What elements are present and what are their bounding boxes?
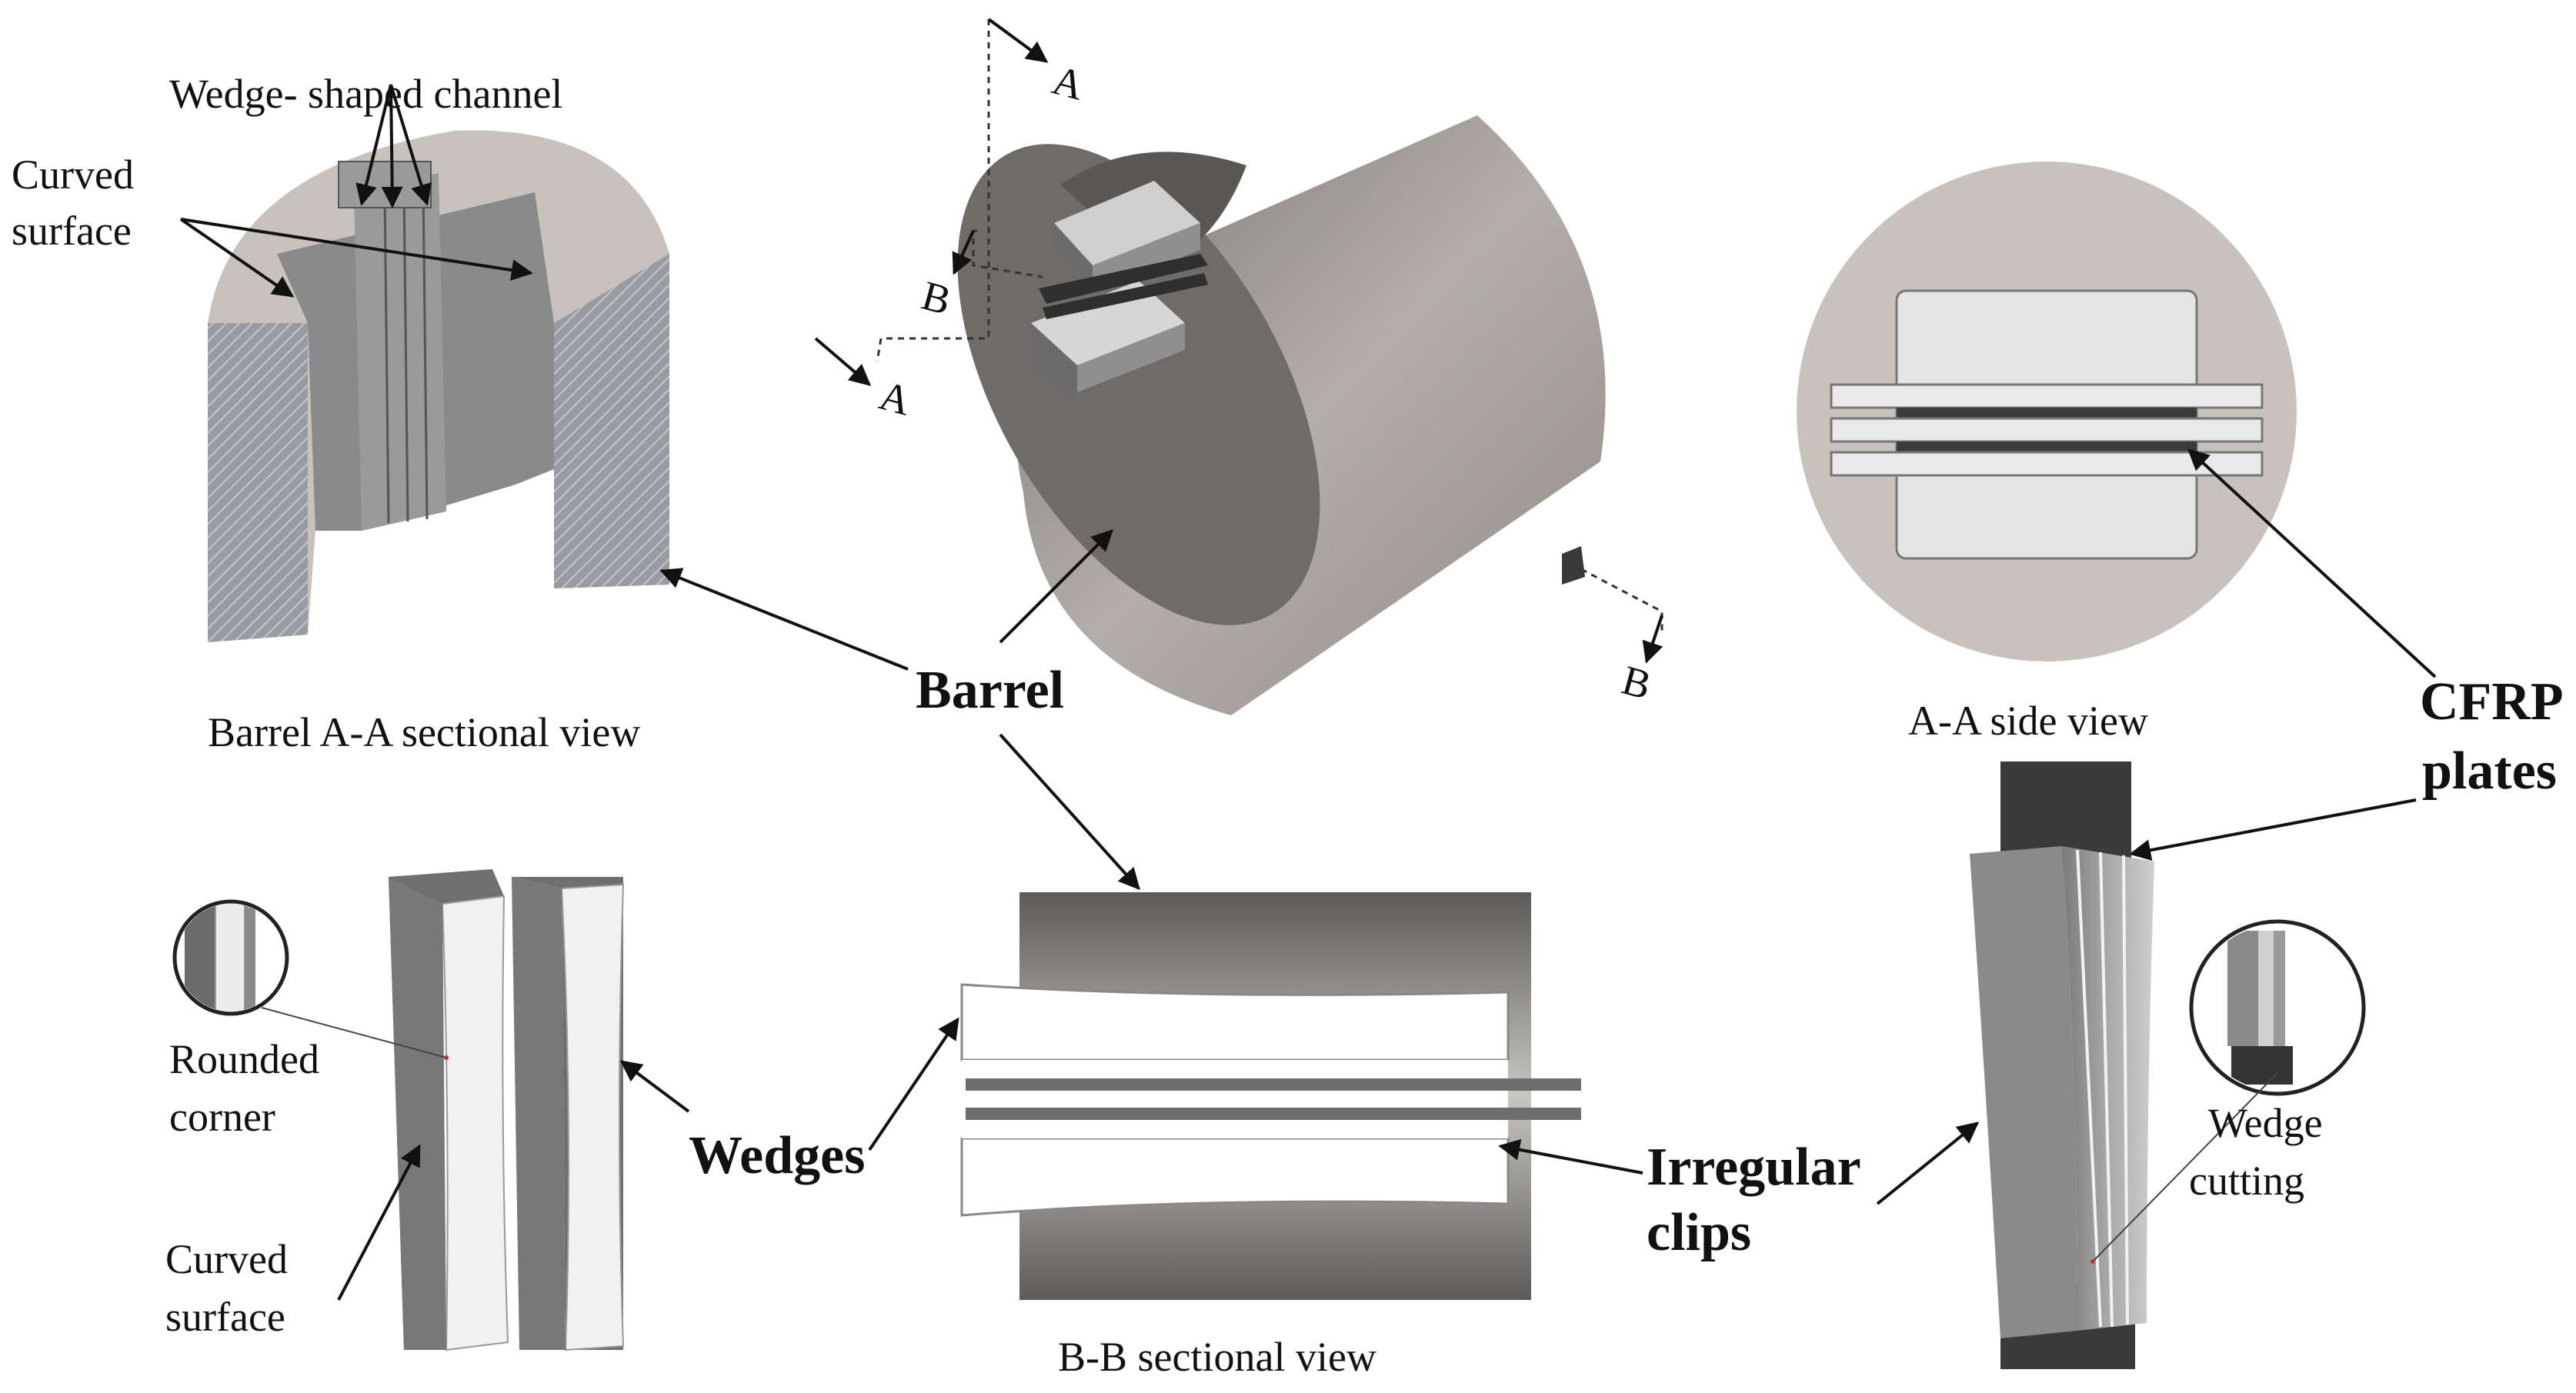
wedge-cutting-label-2: cutting <box>2189 1158 2304 1204</box>
irregular-clips-label-1: Irregular <box>1647 1138 1861 1197</box>
barrel-arrow-to-bb <box>999 733 1140 891</box>
curved-surface-bottom-label-1: Curved <box>165 1236 288 1282</box>
wedge-channel-label: Wedge- shaped channel <box>169 71 562 117</box>
barrel-arrow-to-iso <box>999 529 1113 644</box>
wedge-channel-arrow-3 <box>389 84 432 206</box>
aa-side-view-drawing <box>1797 162 2297 662</box>
wedge-channel-arrow-2 <box>381 84 403 208</box>
irregular-clips-arrow-assembly <box>1876 1121 1980 1205</box>
section-b-left-label: B <box>917 272 956 324</box>
bb-caption: B-B sectional view <box>1058 1334 1376 1380</box>
curved-surface-top-label-1: Curved <box>12 152 134 198</box>
curved-surface-top-label-2: surface <box>12 208 132 254</box>
cfrp-label-2: plates <box>2422 741 2557 801</box>
irregular-clips-arrow-bb <box>1498 1138 1643 1175</box>
wedges-drawing <box>172 869 625 1351</box>
section-b-right-arrow <box>1642 615 1663 664</box>
curved-surface-arrow-left <box>179 218 295 298</box>
section-b-left-arrow <box>952 230 975 275</box>
wedges-arrow-left <box>619 1060 690 1113</box>
section-a-bottom-arrow <box>814 337 872 386</box>
wedge-cutting-label-1: Wedge <box>2208 1100 2323 1146</box>
cfrp-arrow-assembly <box>2129 798 2417 861</box>
wedges-label: Wedges <box>689 1126 865 1185</box>
cfrp-arrow-side <box>2187 448 2437 678</box>
cfrp-label-1: CFRP <box>2420 672 2564 731</box>
wedges-arrow-right <box>868 1017 959 1151</box>
section-a-bottom-label: A <box>875 372 916 425</box>
aa-side-caption: A-A side view <box>1908 698 2148 744</box>
curved-surface-bottom-arrow <box>337 1144 421 1301</box>
barrel-arrow-to-aa <box>659 568 909 671</box>
section-line-bb-left <box>972 229 1043 278</box>
barrel-label: Barrel <box>916 661 1064 720</box>
barrel-aa-section-drawing <box>208 130 669 642</box>
barrel-isometric-drawing <box>957 115 1606 715</box>
wedge-assembly-drawing <box>1970 761 2366 1369</box>
barrel-aa-caption: Barrel A-A sectional view <box>208 709 640 755</box>
curved-surface-bottom-label-2: surface <box>165 1294 285 1340</box>
section-b-right-label: B <box>1617 657 1656 708</box>
section-line-bb-right <box>1580 568 1663 635</box>
wedge-channel-arrow-1 <box>355 84 392 206</box>
section-line-aa <box>876 19 990 362</box>
section-a-top-arrow <box>987 18 1049 63</box>
curved-surface-arrow-right <box>180 218 533 282</box>
rounded-corner-label-1: Rounded <box>169 1036 319 1082</box>
irregular-clips-label-2: clips <box>1647 1203 1751 1262</box>
bb-section-drawing <box>960 892 1581 1300</box>
section-a-top-label: A <box>1048 57 1089 109</box>
rounded-corner-label-2: corner <box>169 1094 275 1140</box>
